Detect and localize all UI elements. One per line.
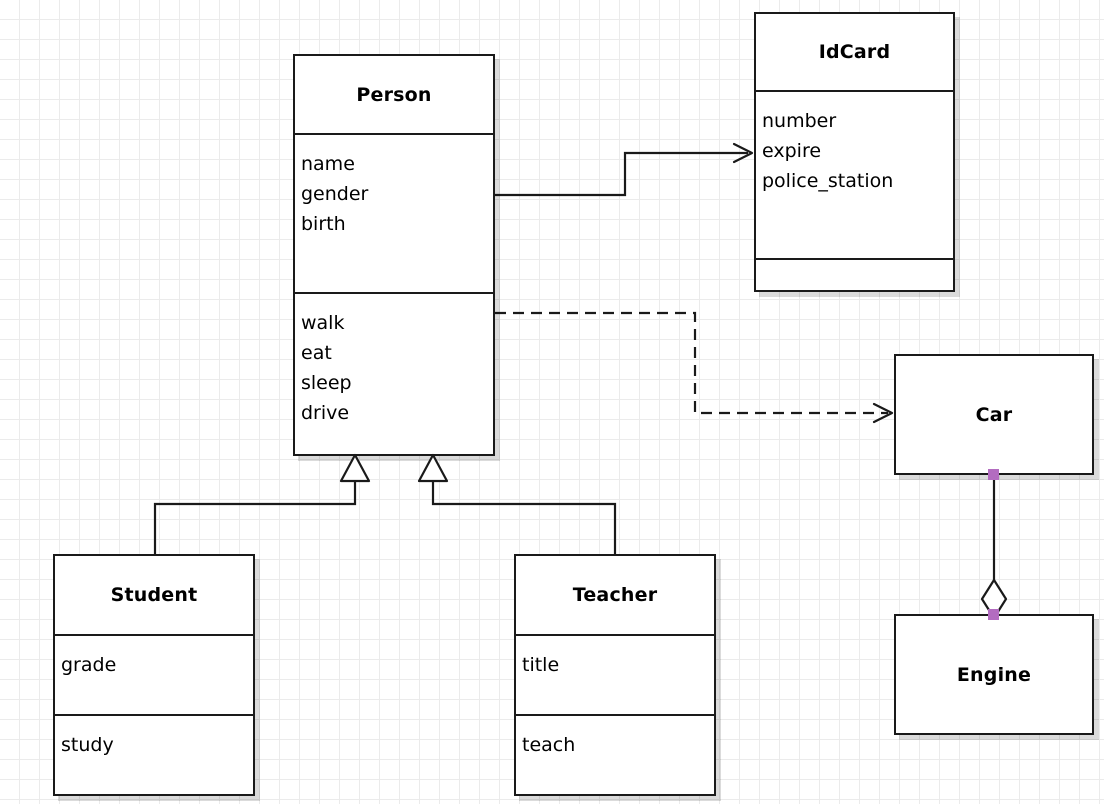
attribute-item: name: [301, 153, 355, 175]
class-methods-compartment: walk eat sleep drive: [295, 292, 493, 454]
class-methods-compartment: study: [55, 714, 253, 794]
class-name-teacher: Teacher: [572, 584, 658, 606]
edge-student-person[interactable]: [153, 478, 357, 554]
edge-handle-engine-end[interactable]: [988, 609, 999, 620]
open-arrowhead-icon: [872, 402, 894, 424]
class-box-teacher[interactable]: Teacher title teach: [514, 554, 716, 796]
class-attributes-compartment: number expire police_station: [756, 90, 953, 258]
edge-car-engine[interactable]: [980, 475, 1008, 620]
class-box-car[interactable]: Car: [894, 354, 1094, 475]
class-title-compartment: Engine: [896, 616, 1092, 733]
hollow-triangle-icon: [339, 453, 371, 483]
class-name-idcard: IdCard: [818, 41, 891, 63]
class-title-compartment: Student: [55, 556, 253, 634]
method-item: drive: [301, 402, 350, 424]
class-box-person[interactable]: Person name gender birth walk eat sleep …: [293, 54, 495, 456]
hollow-triangle-icon: [417, 453, 449, 483]
attribute-item: expire: [762, 140, 822, 162]
attribute-item: number: [762, 110, 837, 132]
class-attributes-compartment: grade: [55, 634, 253, 714]
method-item: sleep: [301, 372, 352, 394]
class-title-compartment: Person: [295, 56, 493, 133]
class-name-engine: Engine: [956, 663, 1032, 686]
method-item: teach: [522, 734, 576, 756]
edge-teacher-person[interactable]: [431, 478, 617, 554]
attribute-item: birth: [301, 213, 346, 235]
method-item: study: [61, 734, 114, 756]
method-item: walk: [301, 312, 345, 334]
edge-person-idcard[interactable]: [495, 142, 754, 197]
class-attributes-compartment: name gender birth: [295, 133, 493, 292]
class-name-student: Student: [110, 584, 198, 606]
class-title-compartment: Teacher: [516, 556, 714, 634]
class-methods-compartment: teach: [516, 714, 714, 794]
class-box-student[interactable]: Student grade study: [53, 554, 255, 796]
attribute-item: title: [522, 654, 560, 676]
class-box-idcard[interactable]: IdCard number expire police_station: [754, 12, 955, 292]
class-box-engine[interactable]: Engine: [894, 614, 1094, 735]
class-title-compartment: IdCard: [756, 14, 953, 90]
class-attributes-compartment: title: [516, 634, 714, 714]
open-arrowhead-icon: [732, 142, 754, 164]
edge-handle-car-end[interactable]: [988, 469, 999, 480]
method-item: eat: [301, 342, 332, 364]
class-name-person: Person: [356, 83, 432, 106]
class-methods-compartment: [756, 258, 953, 290]
attribute-item: gender: [301, 183, 369, 205]
class-name-car: Car: [975, 403, 1013, 426]
edge-person-car[interactable]: [495, 311, 894, 424]
attribute-item: grade: [61, 654, 117, 676]
class-title-compartment: Car: [896, 356, 1092, 473]
attribute-item: police_station: [762, 170, 894, 192]
